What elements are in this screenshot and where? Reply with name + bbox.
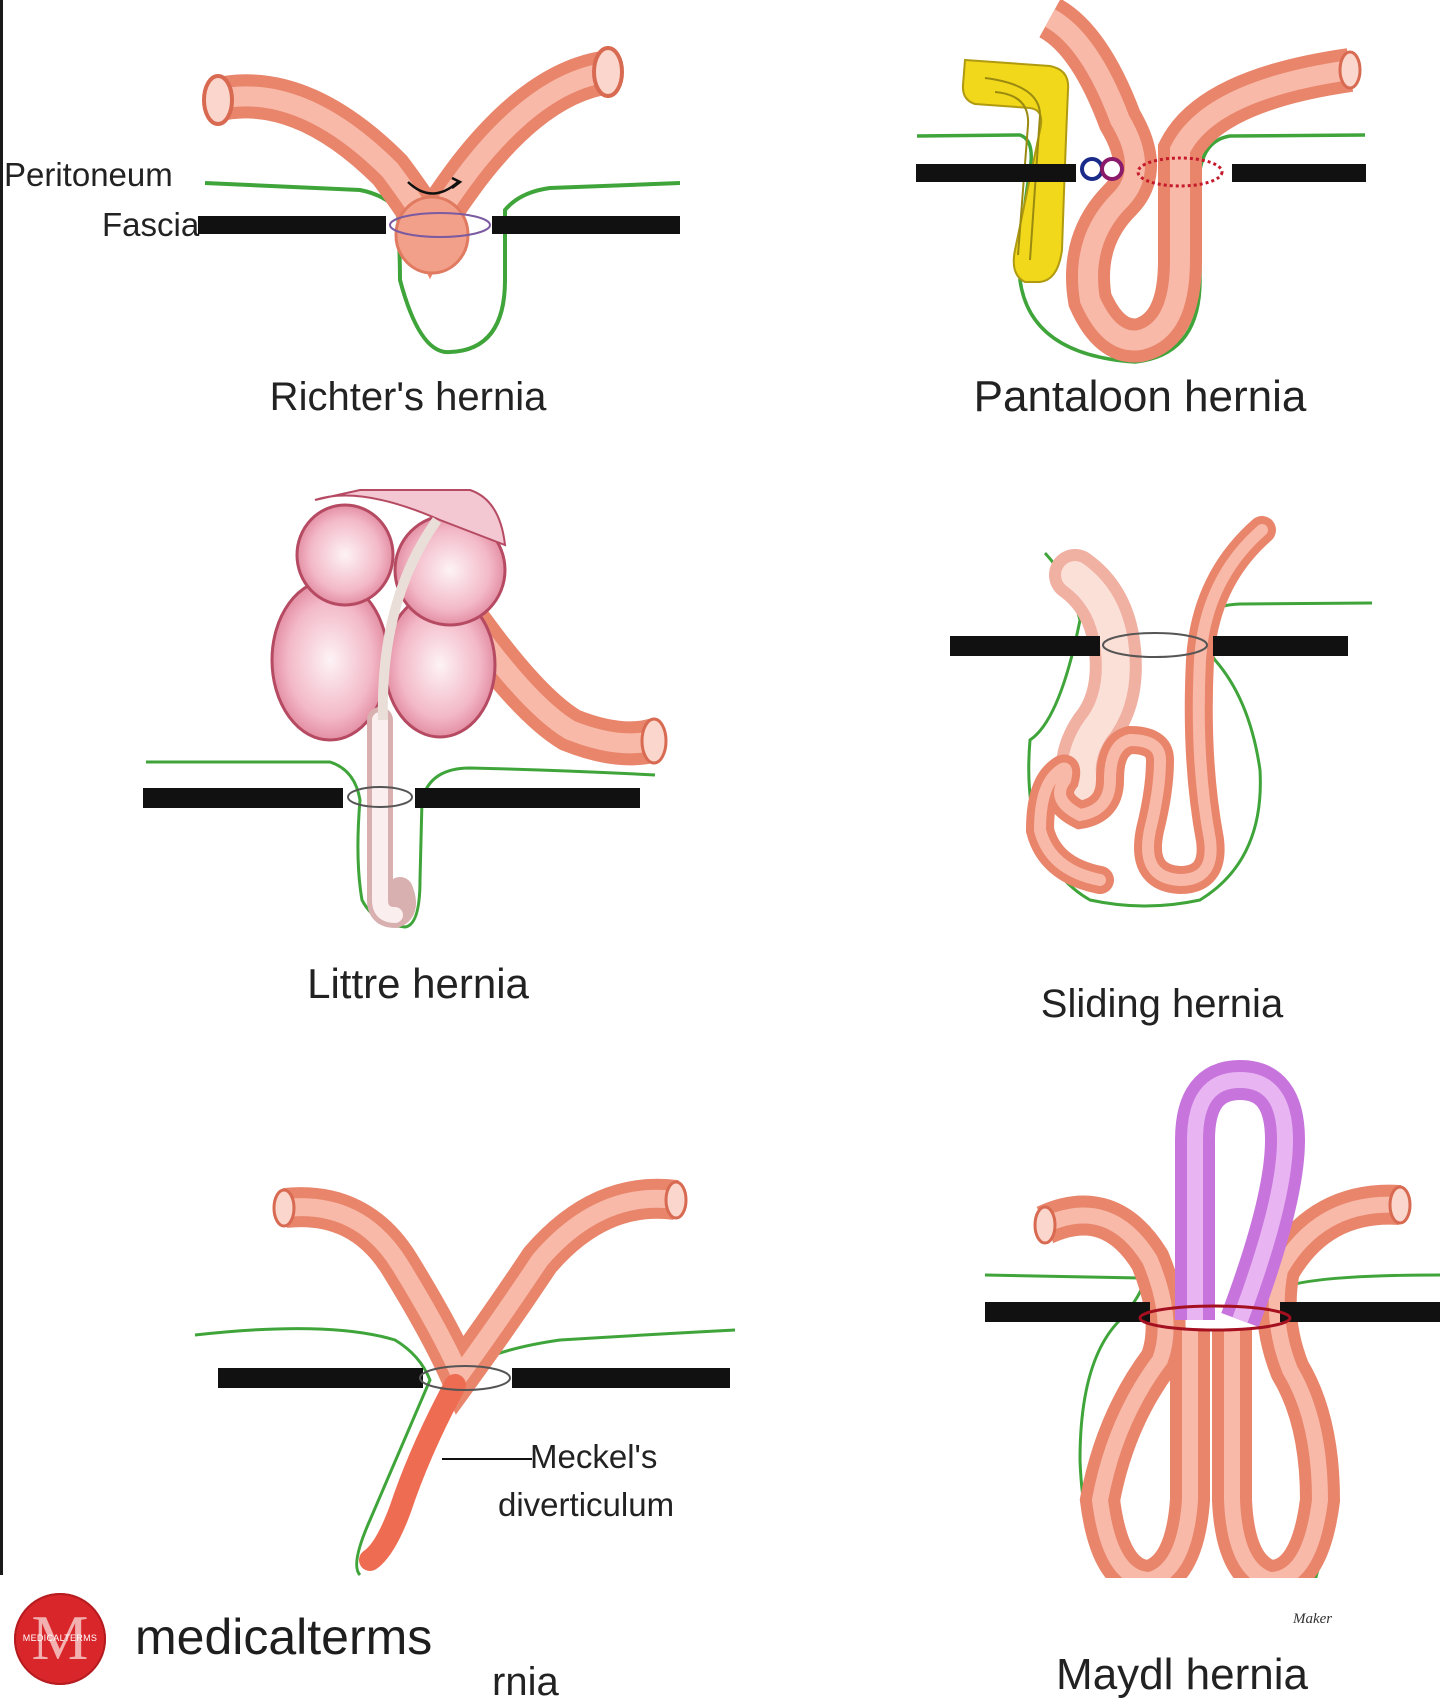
meckels-hernia-figure (194, 1178, 736, 1577)
richters-fascia-right (492, 216, 680, 234)
maydl-fascia-right (1280, 1302, 1440, 1322)
pantaloon-hernia-figure (916, 0, 1366, 364)
logo-text: MEDICALTERMS (22, 1633, 98, 1643)
maydl-neck-ring (1138, 1304, 1292, 1332)
sliding-neck-ring (1102, 632, 1208, 658)
pantaloon-neck-ring (1136, 156, 1224, 188)
caption-richters-hernia: Richter's hernia (269, 375, 547, 419)
maydl-hernia-figure (984, 1059, 1440, 1619)
artist-signature: Maker (1293, 1611, 1333, 1627)
logo-letter: M (31, 1602, 89, 1673)
sliding-fascia-left (950, 636, 1100, 656)
caption-partial-hernia: rnia (492, 1660, 559, 1704)
caption-maydl-hernia: Maydl hernia (1056, 1650, 1308, 1699)
meckels-label-line1: Meckel's (530, 1438, 658, 1475)
littre-neck-ring (347, 786, 413, 808)
maydl-bowel-left-loop (1036, 1195, 1210, 1601)
sliding-fascia-right (1213, 636, 1348, 656)
maydl-fascia-left (985, 1302, 1150, 1322)
meckels-fascia-left (218, 1368, 423, 1388)
richters-neck-ring (389, 212, 491, 238)
pantaloon-fascia-right (1232, 164, 1366, 182)
pantaloon-fat-pad (961, 58, 1070, 283)
caption-sliding-hernia: Sliding hernia (1040, 982, 1284, 1026)
peritoneum-label: Peritoneum (4, 156, 173, 193)
littre-fascia-right (415, 788, 640, 808)
pantaloon-fascia-left (916, 164, 1076, 182)
meckels-neck-ring (419, 1365, 511, 1391)
richters-bowel-end-right (592, 46, 624, 98)
richters-bowel-end-left (202, 74, 234, 126)
meckels-label-line2: diverticulum (498, 1486, 675, 1523)
richters-fascia-left (198, 216, 386, 234)
pantaloon-vessel-2 (1100, 157, 1124, 181)
meckels-diverticulum (359, 1374, 466, 1571)
brand-logo[interactable]: M MEDICALTERMS (14, 1593, 106, 1685)
fascia-label: Fascia (102, 206, 200, 243)
meckels-fascia-right (512, 1368, 730, 1388)
caption-littre-hernia: Littre hernia (307, 960, 529, 1007)
richters-knuckle (394, 195, 470, 275)
brand-name[interactable]: medicalterms (135, 1609, 433, 1665)
littre-fascia-left (143, 788, 343, 808)
left-border (0, 0, 3, 1575)
sliding-hernia-figure (950, 516, 1373, 908)
pantaloon-vessel-1 (1080, 157, 1104, 181)
caption-pantaloon-hernia: Pantaloon hernia (973, 372, 1307, 421)
richters-hernia-figure (198, 46, 681, 355)
littre-peritoneum-line (146, 760, 656, 929)
footer-bar (0, 1578, 1440, 1698)
littre-bowel-cluster (270, 489, 507, 742)
littre-hernia-figure (143, 489, 668, 929)
